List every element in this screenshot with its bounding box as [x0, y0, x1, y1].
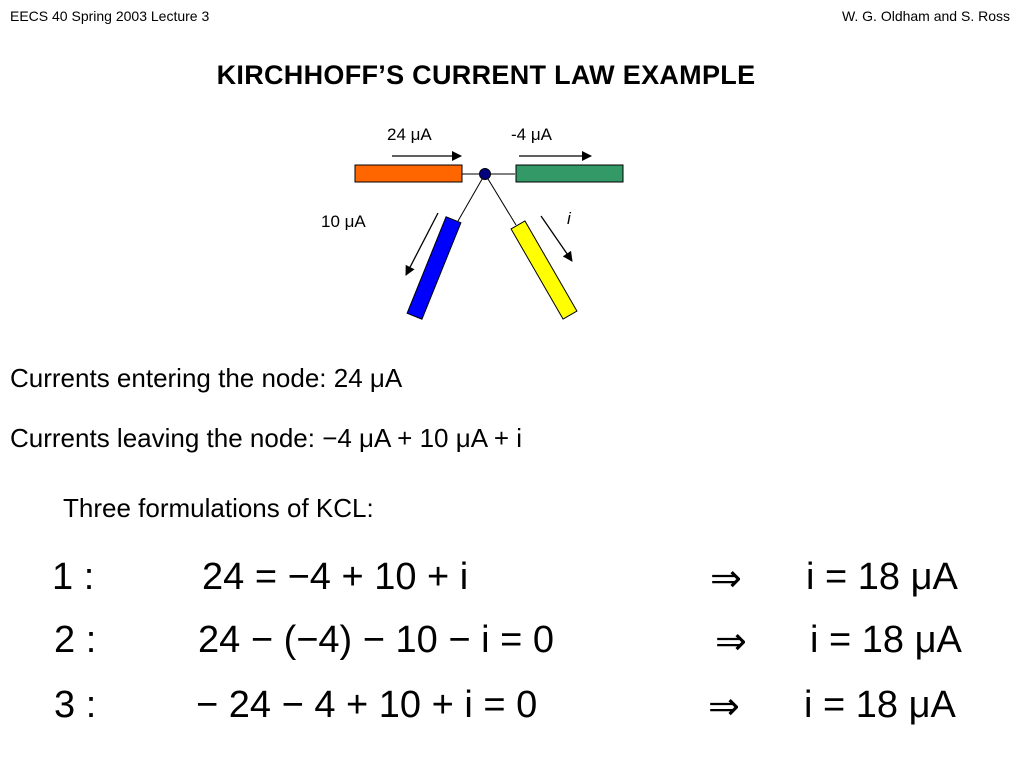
- label-24uA: 24 μA: [387, 125, 432, 144]
- formulation-3-equation: − 24 − 4 + 10 + i = 0: [196, 684, 538, 726]
- formulation-1-number: 1 :: [52, 556, 95, 598]
- formulation-3-number: 3 :: [54, 684, 97, 726]
- formulation-1-equation: 24 = −4 + 10 + i: [202, 556, 469, 598]
- label-10uA: 10 μA: [321, 212, 366, 231]
- formulation-3-result: i = 18 μA: [804, 684, 956, 726]
- label-i: i: [567, 209, 571, 228]
- currents-entering: Currents entering the node: 24 μA: [10, 363, 403, 393]
- formulation-1-result: i = 18 μA: [806, 556, 958, 598]
- formulation-2-number: 2 :: [54, 619, 97, 661]
- wire-bottom-left: [457, 173, 486, 222]
- green-element: [515, 164, 624, 183]
- formulation-2-result: i = 18 μA: [810, 619, 962, 661]
- label-neg4uA: -4 μA: [511, 125, 552, 144]
- wire-bottom-right: [484, 173, 517, 226]
- slide-title: KIRCHHOFF’S CURRENT LAW EXAMPLE: [216, 60, 756, 90]
- yellow-element: [510, 220, 578, 320]
- header-authors: W. G. Oldham and S. Ross: [841, 8, 1010, 24]
- formulation-2-equation: 24 − (−4) − 10 − i = 0: [198, 619, 554, 661]
- node-dot: [479, 168, 491, 180]
- currents-leaving: Currents leaving the node: −4 μA + 10 μA…: [10, 423, 523, 453]
- implies-icon: ⇒: [708, 686, 740, 728]
- implies-icon: ⇒: [710, 558, 742, 600]
- arrow-10uA: [405, 212, 439, 276]
- implies-icon: ⇒: [715, 621, 747, 663]
- orange-element: [354, 164, 463, 183]
- blue-element: [406, 216, 462, 320]
- header-course: EECS 40 Spring 2003 Lecture 3: [10, 8, 210, 24]
- arrow-i: [540, 215, 573, 262]
- formulations-heading: Three formulations of KCL:: [63, 493, 374, 523]
